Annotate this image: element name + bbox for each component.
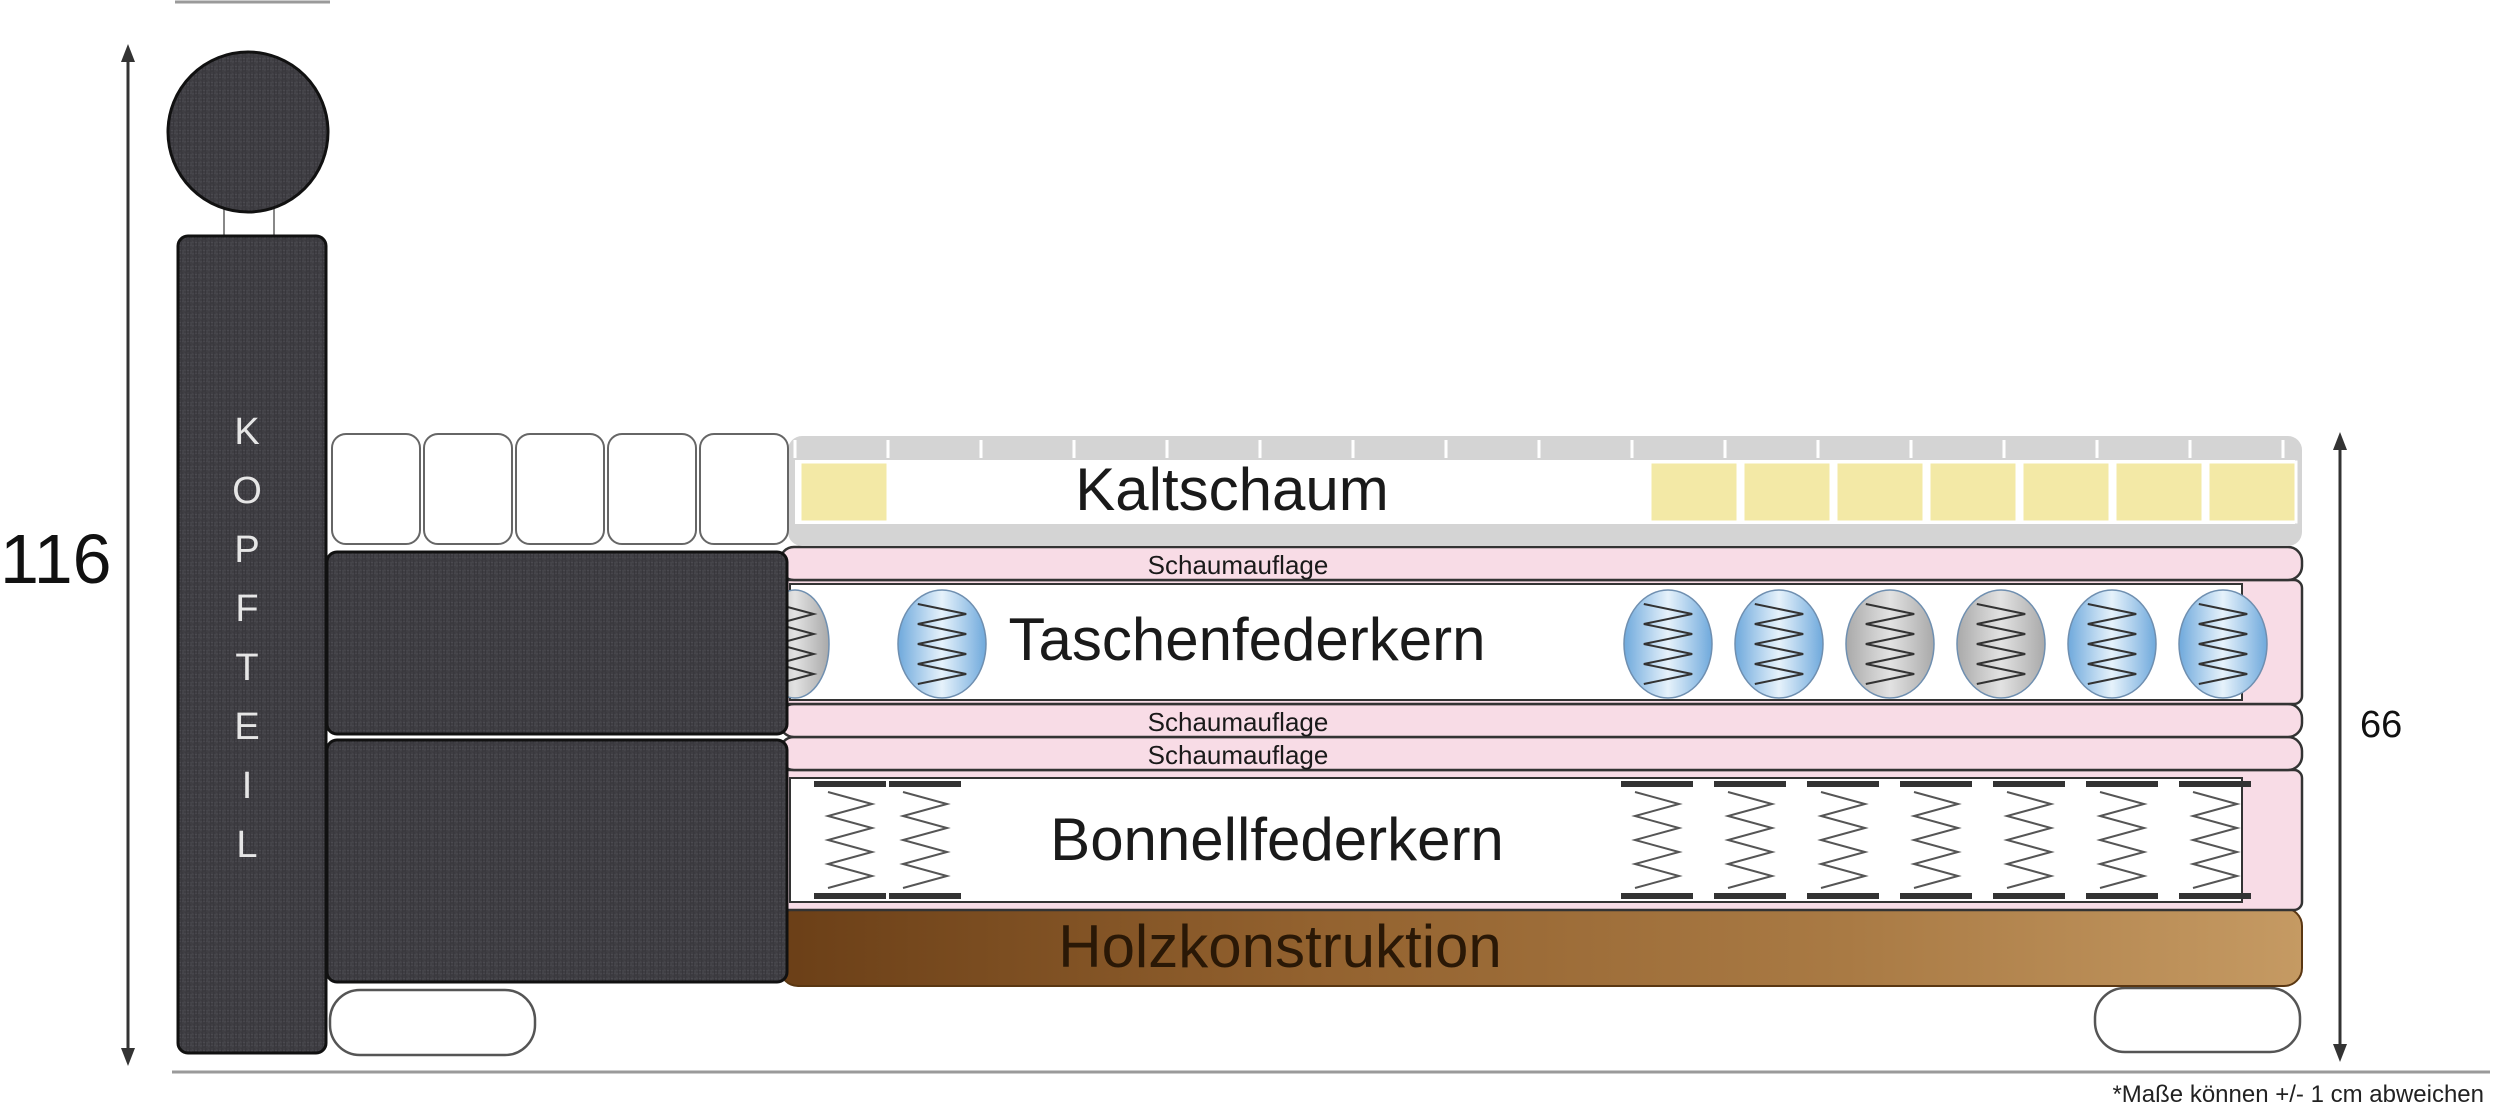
foot-right bbox=[2093, 986, 2302, 1054]
dimension-bed-height: 66 bbox=[2360, 704, 2402, 746]
headboard-letter: I bbox=[242, 765, 253, 807]
bonnell-spring bbox=[889, 781, 961, 899]
headboard-letter: F bbox=[235, 588, 258, 630]
headboard-letter: K bbox=[234, 411, 259, 453]
bonnell-spring bbox=[1900, 781, 1972, 899]
frame-layer bbox=[779, 907, 2303, 987]
quilt-panel bbox=[699, 433, 789, 545]
foam-block bbox=[2206, 460, 2298, 524]
foam-block bbox=[1648, 460, 1740, 524]
foam-layer-3-label: Schaumauflage bbox=[1148, 740, 1329, 770]
dimension-total-height: 116 bbox=[0, 520, 112, 598]
quilt-panel bbox=[607, 433, 697, 545]
pocket-spring-label: Taschenfederkern bbox=[1009, 606, 1486, 673]
headboard-knob bbox=[166, 50, 330, 214]
pocket-spring bbox=[2178, 589, 2268, 699]
topper-layer bbox=[788, 436, 2302, 546]
foam-block bbox=[1927, 460, 2019, 524]
pocket-spring bbox=[1734, 589, 1824, 699]
bonnell-spring bbox=[2086, 781, 2158, 899]
foam-block bbox=[1741, 460, 1833, 524]
quilt-panel bbox=[331, 433, 421, 545]
dimension-arrow-total bbox=[121, 44, 135, 1066]
foam-block bbox=[798, 460, 890, 524]
pocket-spring bbox=[1956, 589, 2046, 699]
bonnell-spring-coils bbox=[814, 781, 2251, 899]
pocket-spring bbox=[897, 589, 987, 699]
frame-label: Holzkonstruktion bbox=[1058, 913, 1502, 980]
pocket-spring bbox=[1623, 589, 1713, 699]
pocket-spring bbox=[1845, 589, 1935, 699]
bonnell-spring bbox=[814, 781, 886, 899]
bonnell-spring-label: Bonnellfederkern bbox=[1050, 806, 1504, 873]
headboard-letter: L bbox=[236, 824, 257, 866]
quilt-panel bbox=[423, 433, 513, 545]
foam-layer-1-label: Schaumauflage bbox=[1148, 550, 1329, 580]
bonnell-spring bbox=[1807, 781, 1879, 899]
foam-layer-2-label: Schaumauflage bbox=[1148, 707, 1329, 737]
dimension-arrow-bed bbox=[2333, 432, 2347, 1062]
foam-block bbox=[1834, 460, 1926, 524]
pocket-spring bbox=[2067, 589, 2157, 699]
headboard-letter: O bbox=[232, 470, 262, 512]
headboard bbox=[176, 234, 328, 1055]
quilt-panel bbox=[515, 433, 605, 545]
headboard-letter: E bbox=[234, 706, 259, 748]
foam-layer-2 bbox=[778, 702, 2304, 739]
headboard-letter: T bbox=[235, 647, 258, 689]
headboard-letter: P bbox=[234, 529, 259, 571]
foam-block bbox=[2020, 460, 2112, 524]
bonnell-spring bbox=[1993, 781, 2065, 899]
foam-layer-3 bbox=[778, 735, 2304, 772]
box-base-upper bbox=[325, 550, 789, 736]
quilted-cushion-top bbox=[331, 433, 789, 545]
tolerance-note: *Maße können +/- 1 cm abweichen bbox=[2112, 1081, 2484, 1105]
box-base-lower bbox=[325, 738, 789, 984]
foam-block bbox=[2113, 460, 2205, 524]
bonnell-spring bbox=[1621, 781, 1693, 899]
foam-layer-1 bbox=[778, 545, 2304, 582]
foot-left bbox=[328, 988, 537, 1057]
topper-label: Kaltschaum bbox=[1075, 456, 1388, 523]
bonnell-spring bbox=[2179, 781, 2251, 899]
bonnell-spring bbox=[1714, 781, 1786, 899]
